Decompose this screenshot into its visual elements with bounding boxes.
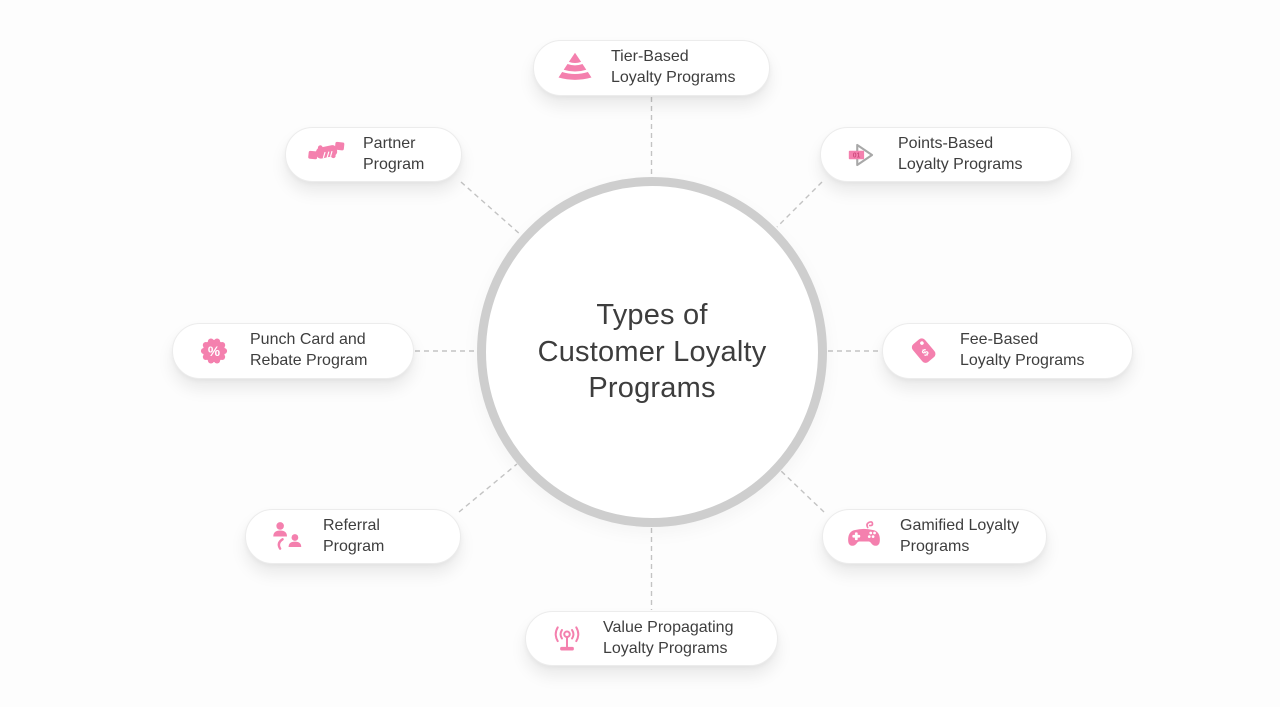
svg-text:01: 01 bbox=[853, 152, 861, 159]
play-number-icon: 01 bbox=[843, 136, 881, 174]
node-fee-based: $ Fee-Based Loyalty Programs bbox=[882, 323, 1133, 379]
node-label: Fee-Based Loyalty Programs bbox=[960, 331, 1085, 369]
gamepad-icon bbox=[845, 518, 883, 556]
node-label: Referral Program bbox=[323, 516, 385, 555]
node-label: Gamified Loyalty Programs bbox=[900, 516, 1020, 555]
title-line: Customer Loyalty bbox=[537, 335, 767, 368]
node-referral: Referral Program bbox=[245, 509, 461, 564]
broadcast-icon bbox=[548, 620, 586, 658]
svg-text:%: % bbox=[208, 344, 220, 359]
node-label: Partner Program bbox=[363, 134, 425, 173]
node-value-propagating: Value Propagating Loyalty Programs bbox=[525, 611, 778, 666]
people-referral-icon bbox=[268, 518, 306, 556]
node-label: Punch Card and Rebate Program bbox=[250, 331, 368, 369]
discount-badge-icon: % bbox=[195, 332, 233, 370]
title-line: Programs bbox=[588, 372, 716, 405]
price-tag-icon: $ bbox=[905, 332, 943, 370]
handshake-icon bbox=[308, 136, 346, 174]
node-partner: Partner Program bbox=[285, 127, 462, 182]
pyramid-icon bbox=[556, 49, 594, 87]
node-label: Points-Based Loyalty Programs bbox=[898, 134, 1023, 173]
node-label: Value Propagating Loyalty Programs bbox=[603, 618, 734, 657]
node-label: Tier-Based Loyalty Programs bbox=[611, 48, 736, 86]
node-gamified: Gamified Loyalty Programs bbox=[822, 509, 1047, 564]
node-tier-based: Tier-Based Loyalty Programs bbox=[533, 40, 770, 96]
title-line: Types of bbox=[596, 299, 708, 332]
central-topic: Types of Customer Loyalty Programs bbox=[477, 177, 827, 527]
node-punch-card: % Punch Card and Rebate Program bbox=[172, 323, 414, 379]
svg-text:$: $ bbox=[920, 347, 932, 359]
diagram-title: Types of Customer Loyalty Programs bbox=[538, 297, 767, 407]
node-points-based: 01 Points-Based Loyalty Programs bbox=[820, 127, 1072, 182]
